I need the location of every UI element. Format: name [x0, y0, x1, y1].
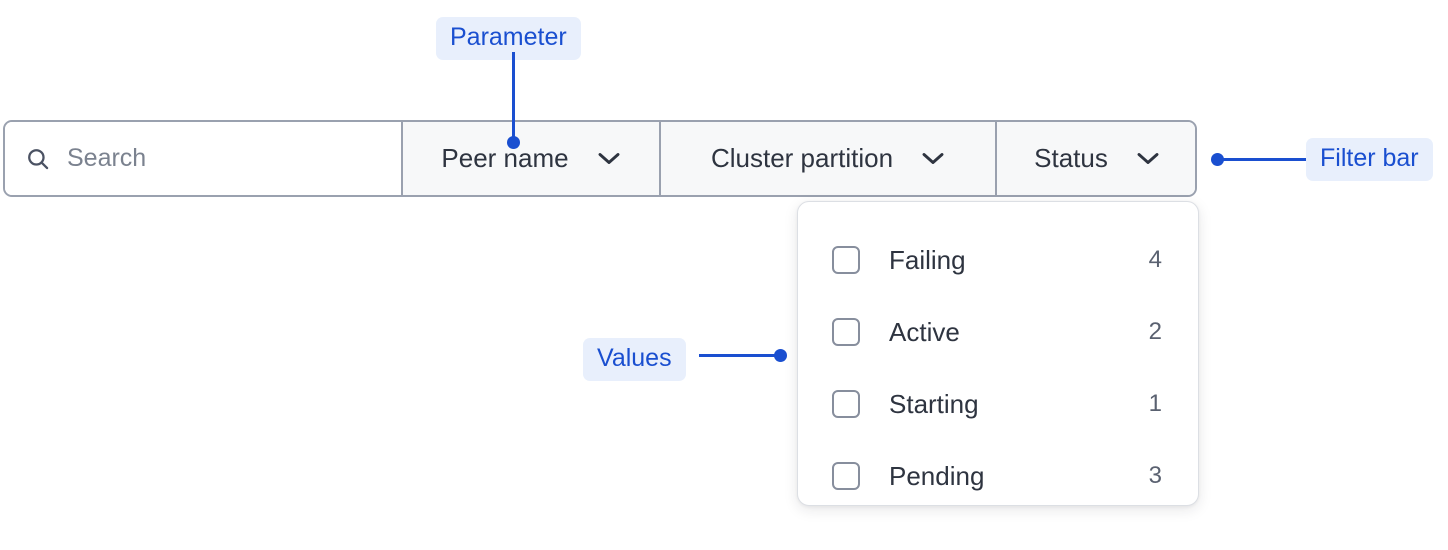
- dropdown-option-count: 2: [1148, 318, 1162, 345]
- annotation-connector-filter-bar: [1222, 158, 1306, 161]
- dropdown-option-count: 4: [1148, 246, 1162, 273]
- dropdown-option-label: Active: [889, 316, 960, 347]
- dropdown-option-pending[interactable]: Pending 3: [832, 440, 1162, 512]
- checkbox-active[interactable]: [832, 318, 860, 346]
- search-input[interactable]: [67, 144, 367, 173]
- annotation-connector-values: [699, 354, 777, 357]
- search-icon: [25, 146, 51, 172]
- filter-select-status[interactable]: Status: [997, 122, 1195, 195]
- chevron-down-icon: [597, 151, 621, 166]
- filter-select-peer-name[interactable]: Peer name: [403, 122, 661, 195]
- dropdown-option-count: 1: [1148, 390, 1162, 417]
- filter-select-cluster-partition-label: Cluster partition: [710, 143, 894, 173]
- status-dropdown-panel: Failing 4 Active 2 Starting 1 Pending 3: [797, 201, 1199, 506]
- checkbox-starting[interactable]: [832, 390, 860, 418]
- annotation-dot-values: [774, 349, 787, 362]
- dropdown-option-label: Pending: [889, 460, 985, 491]
- annotation-connector-parameter: [512, 52, 515, 142]
- annotation-dot-parameter: [507, 136, 520, 149]
- annotation-label-parameter: Parameter: [436, 17, 581, 60]
- dropdown-option-active[interactable]: Active 2: [832, 296, 1162, 368]
- dropdown-option-count: 3: [1148, 462, 1162, 489]
- chevron-down-icon: [921, 151, 945, 166]
- filter-bar: Peer name Cluster partition Status: [3, 120, 1197, 197]
- filter-select-peer-name-label: Peer name: [441, 143, 569, 173]
- filter-select-status-label: Status: [1034, 143, 1108, 173]
- annotation-label-filter-bar: Filter bar: [1306, 138, 1433, 181]
- dropdown-option-failing[interactable]: Failing 4: [832, 224, 1162, 296]
- dropdown-option-label: Failing: [889, 244, 966, 275]
- checkbox-pending[interactable]: [832, 462, 860, 490]
- annotation-label-values: Values: [583, 338, 686, 381]
- chevron-down-icon: [1136, 151, 1160, 166]
- search-field[interactable]: [5, 122, 403, 195]
- dropdown-option-starting[interactable]: Starting 1: [832, 368, 1162, 440]
- dropdown-option-label: Starting: [889, 388, 979, 419]
- checkbox-failing[interactable]: [832, 246, 860, 274]
- annotation-dot-filter-bar: [1211, 153, 1224, 166]
- filter-select-cluster-partition[interactable]: Cluster partition: [661, 122, 997, 195]
